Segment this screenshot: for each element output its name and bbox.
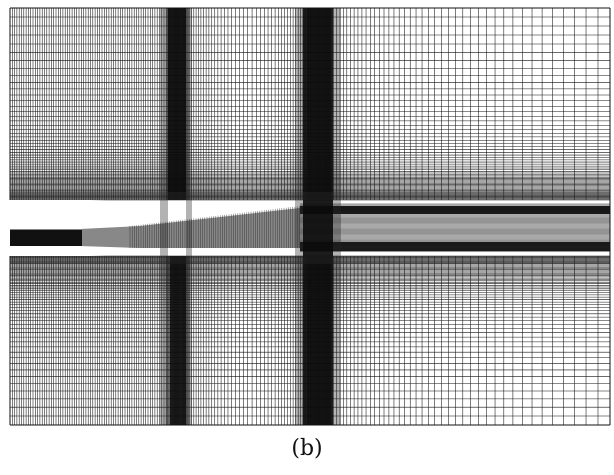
column-left-shoulder-a [160,8,168,425]
vertical-refinement-columns [160,8,341,425]
column-left-upper [168,8,186,200]
wedge-gap-region [10,200,300,256]
column-left-shoulder-b [186,8,192,425]
gap-edge-refinement [10,192,610,264]
column-left-lower [170,256,186,425]
mesh-frame [9,7,611,426]
column-right-shoulder-b [333,8,341,425]
splitter-plate [10,208,300,248]
computational-mesh [9,7,611,426]
figure-caption: (b) [291,436,323,461]
column-right-shoulder-a [295,8,303,425]
wake-lower-dense-strip [300,242,610,251]
lower-gap-edge-shade [10,256,610,264]
plate-dark-core [10,230,82,246]
upper-gap-edge-shade [10,192,610,200]
column-right-full [303,8,333,425]
wake-upper-dense-strip [300,206,610,214]
wake-refinement-band [300,203,610,252]
